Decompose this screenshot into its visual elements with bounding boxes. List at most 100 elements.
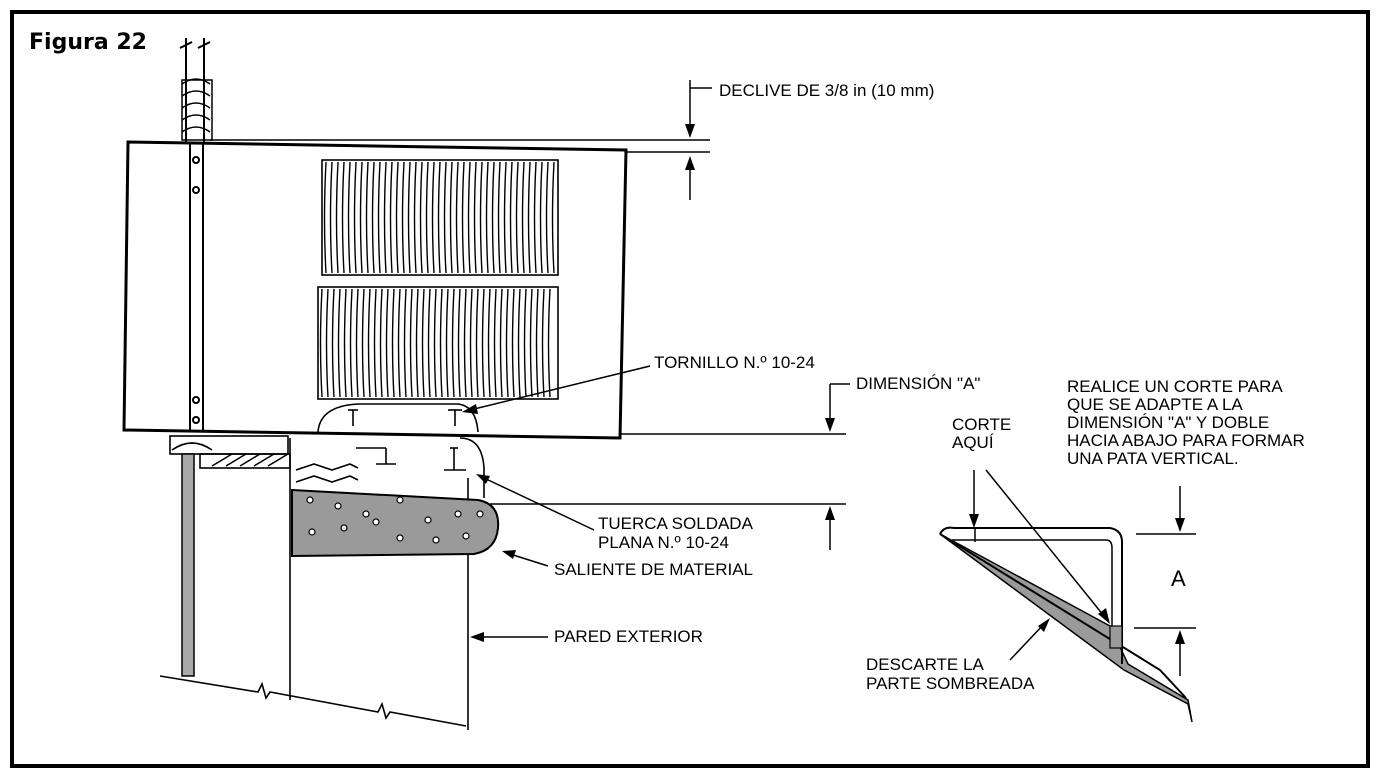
louver-slat (385, 288, 389, 398)
break-lines (159, 675, 467, 727)
label-cut-instructions-line: HACIA ABAJO PARA FORMAR (1067, 431, 1305, 450)
louver-slat (431, 161, 435, 274)
louver-slat (493, 288, 497, 398)
louver-slat (325, 288, 329, 398)
louver-slat (487, 288, 491, 398)
label-cut-instructions-line: UNA PATA VERTICAL. (1067, 449, 1239, 468)
louver-slat (319, 288, 323, 398)
louver-slat (467, 161, 471, 274)
louver-slat (443, 161, 447, 274)
louver-slat (359, 161, 363, 274)
louver-slat (425, 161, 429, 274)
label-discard-shaded-line: PARTE SOMBREADA (866, 674, 1035, 693)
louver-slat (457, 288, 461, 398)
material-hole (396, 496, 404, 504)
window-sill (169, 435, 291, 469)
louver-slat (547, 288, 551, 398)
louver-slat (335, 161, 339, 274)
louver-slat (353, 161, 357, 274)
label-welded-nut-line: PLANA N.º 10-24 (598, 533, 729, 552)
material-protrusion (291, 488, 500, 558)
louver-slat (541, 288, 545, 398)
louver-slat (475, 288, 479, 398)
material-hole (396, 534, 404, 542)
louver-slat (545, 161, 549, 274)
material-hole (306, 496, 314, 504)
louver-slat (331, 288, 335, 398)
louver-slat (539, 161, 543, 274)
slope-dimension (210, 80, 712, 200)
leaders-main (462, 365, 850, 642)
label-cut-instructions-line: REALICE UN CORTE PARA (1067, 377, 1283, 396)
label-screw: TORNILLO N.º 10-24 (654, 353, 815, 372)
label-dimension-a-letter: A (1171, 566, 1186, 591)
louver-slat (409, 288, 413, 398)
material-hole (476, 510, 484, 518)
louver-slat (373, 288, 377, 398)
louver-slat (427, 288, 431, 398)
louver-slat (497, 161, 501, 274)
louver-slat (499, 288, 503, 398)
figure-title: Figura 22 (29, 30, 147, 55)
louver-slat (535, 288, 539, 398)
louver-slat (377, 161, 381, 274)
interior-wall (181, 453, 195, 677)
louver-slat (491, 161, 495, 274)
louver-slat (451, 288, 455, 398)
louver-slat (433, 288, 437, 398)
louver-slat (361, 288, 365, 398)
louver-slat (481, 288, 485, 398)
louver-slat (371, 161, 375, 274)
window-frame (179, 38, 213, 142)
louver-slat (407, 161, 411, 274)
label-cut-here-line: AQUÍ (952, 433, 994, 452)
louver-slat (515, 161, 519, 274)
material-hole (432, 536, 440, 544)
louver-slat (503, 161, 507, 274)
material-hole (372, 518, 380, 526)
louver-slat (389, 161, 393, 274)
upper-grille (321, 159, 559, 276)
louver-slat (473, 161, 477, 274)
louver-slat (383, 161, 387, 274)
louver-slat (403, 288, 407, 398)
label-material-protrusion: SALIENTE DE MATERIAL (554, 560, 754, 579)
louver-slat (365, 161, 369, 274)
louver-slat (469, 288, 473, 398)
louver-slat (533, 161, 537, 274)
louver-slat (529, 288, 533, 398)
louver-slat (367, 288, 371, 398)
louver-slat (349, 288, 353, 398)
bracket-detail (289, 403, 485, 730)
material-hole (340, 524, 348, 532)
louver-slat (347, 161, 351, 274)
louver-slat (517, 288, 521, 398)
louver-slat (323, 161, 327, 274)
louver-slat (391, 288, 395, 398)
label-cut-instructions-line: DIMENSIÓN "A" Y DOBLE (1067, 413, 1270, 432)
material-hole (362, 510, 370, 518)
louver-slat (511, 288, 515, 398)
louver-slat (509, 161, 513, 274)
louver-slat (413, 161, 417, 274)
louver-slat (523, 288, 527, 398)
material-hole (462, 532, 470, 540)
louver-slat (505, 288, 509, 398)
louver-slat (337, 288, 341, 398)
louver-slat (439, 288, 443, 398)
louver-slat (485, 161, 489, 274)
louver-slat (341, 161, 345, 274)
louver-slat (415, 288, 419, 398)
louver-slat (395, 161, 399, 274)
louver-slat (527, 161, 531, 274)
louver-slat (449, 161, 453, 274)
louver-slat (437, 161, 441, 274)
louver-slat (329, 161, 333, 274)
material-hole (454, 510, 462, 518)
label-cut-instructions-line: QUE SE ADAPTE A LA (1067, 395, 1243, 414)
label-dimension-a: DIMENSIÓN "A" (856, 374, 981, 393)
louver-slat (445, 288, 449, 398)
louver-slat (379, 288, 383, 398)
label-discard-shaded-line: DESCARTE LA (866, 655, 984, 674)
